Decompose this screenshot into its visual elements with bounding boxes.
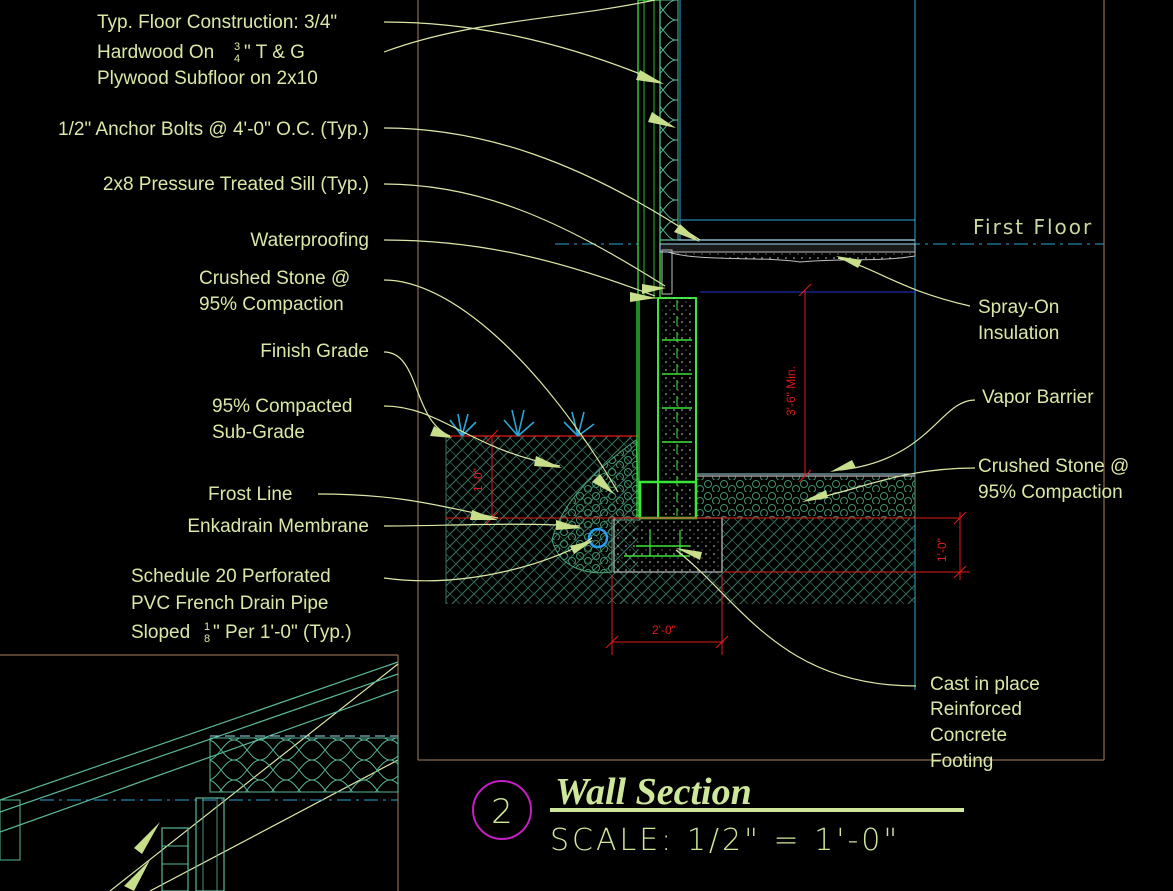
label-subgrade-1: 95% Compacted [212, 396, 352, 417]
label-typ-floor-line1: Typ. Floor Construction: 3/4" [97, 12, 337, 33]
drawing-scale: SCALE: 1/2" = 1'-0" [550, 823, 900, 858]
label-footing-4: Footing [930, 751, 993, 772]
leader-arrowheads [124, 70, 862, 891]
label-typ-floor-fraction-num: 3 [234, 41, 240, 53]
dimension-labels: 3'-6" Min. 2'-0" 1'-0" 1'-0" [471, 366, 949, 637]
label-crushed-stone-left-2: 95% Compaction [199, 294, 344, 315]
drain-pipe [587, 527, 609, 549]
label-footing-3: Concrete [930, 725, 1007, 746]
labels-left: Typ. Floor Construction: 3/4" Hardwood O… [58, 12, 369, 645]
label-pipe-1: Schedule 20 Perforated [131, 566, 331, 587]
label-pipe-fraction-den: 8 [204, 633, 210, 645]
label-frost-line: Frost Line [208, 484, 292, 505]
footing [613, 517, 723, 573]
label-first-floor: First Floor [973, 215, 1093, 239]
label-typ-floor-line2: Hardwood On [97, 42, 214, 63]
label-vapor-barrier: Vapor Barrier [982, 387, 1094, 408]
dimension-height-min: 3'-6" Min. [784, 366, 798, 416]
label-pipe-3a: Sloped [131, 622, 190, 643]
label-waterproofing: Waterproofing [250, 230, 369, 251]
label-typ-floor-line3: Plywood Subfloor on 2x10 [97, 68, 318, 89]
label-sill: 2x8 Pressure Treated Sill (Typ.) [103, 174, 369, 195]
dimension-frost-depth: 1'-0" [471, 468, 485, 492]
dimension-footing-depth: 1'-0" [935, 538, 949, 562]
foundation-wall [636, 297, 698, 520]
label-anchor-bolts: 1/2" Anchor Bolts @ 4'-0" O.C. (Typ.) [58, 119, 369, 140]
label-crushed-stone-right-1: Crushed Stone @ [978, 456, 1129, 477]
label-finish-grade: Finish Grade [260, 341, 369, 362]
label-subgrade-2: Sub-Grade [212, 422, 305, 443]
label-pipe-3b: " Per 1'-0" (Typ.) [213, 622, 352, 643]
detail-number-circle [472, 780, 532, 840]
label-footing-1: Cast in place [930, 674, 1040, 695]
label-typ-floor-fraction-den: 4 [234, 53, 240, 65]
label-pipe-2: PVC French Drain Pipe [131, 593, 328, 614]
title-block: 2 Wall Section SCALE: 1/2" = 1'-0" [472, 771, 964, 858]
drawing-title: Wall Section [555, 771, 752, 813]
label-spray-on-2: Insulation [978, 323, 1059, 344]
label-crushed-stone-left-1: Crushed Stone @ [199, 268, 350, 289]
label-pipe-fraction-num: 1 [204, 621, 210, 633]
dimension-footing-width: 2'-0" [652, 623, 676, 637]
label-footing-2: Reinforced [930, 699, 1022, 720]
label-crushed-stone-right-2: 95% Compaction [978, 482, 1123, 503]
inset-detail [0, 661, 399, 891]
labels-right: First Floor Spray-On Insulation Vapor Ba… [930, 215, 1129, 772]
floor-system [659, 243, 916, 295]
label-typ-floor-line2b: " T & G [244, 42, 305, 63]
crushed-stone-bed [694, 475, 916, 519]
detail-number: 2 [491, 792, 513, 832]
label-enkadrain: Enkadrain Membrane [187, 516, 369, 537]
label-spray-on-1: Spray-On [978, 297, 1059, 318]
